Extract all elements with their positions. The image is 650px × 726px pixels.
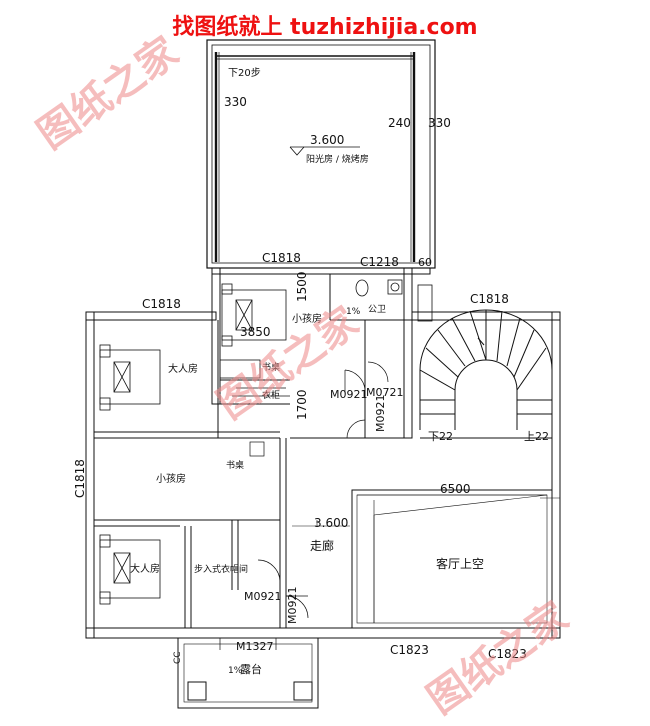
window-c1823-a: C1823 xyxy=(390,643,429,657)
dim-3850: 3850 xyxy=(240,325,271,339)
terrace-structure xyxy=(177,637,319,709)
label-cc: CC xyxy=(173,651,183,664)
label-sunroom: 阳光房 / 烧烤房 xyxy=(306,153,369,165)
door-swings xyxy=(257,361,389,619)
label-study-mid: 书桌 xyxy=(226,459,244,471)
bed-small-top xyxy=(219,283,287,379)
window-c1818-right: C1818 xyxy=(470,292,509,306)
watermark-2: 图纸之家 xyxy=(209,299,366,428)
door-m0721: M0721 xyxy=(366,386,404,399)
dim-60: 60 xyxy=(418,256,432,269)
door-m0921-b: M0921 xyxy=(374,395,387,433)
label-master-bedroom: 大人房 xyxy=(168,362,198,375)
watermark-1: 图纸之家 xyxy=(29,29,186,158)
window-c1818-top: C1818 xyxy=(262,251,301,265)
label-down22: 下22 xyxy=(428,430,453,443)
label-living-void: 客厅上空 xyxy=(436,556,484,571)
living-void xyxy=(351,489,553,629)
label-sunroom-level: 3.600 xyxy=(310,133,344,147)
spiral-staircase xyxy=(419,309,553,430)
interior-walls xyxy=(94,274,552,628)
dim-6500: 6500 xyxy=(440,482,471,496)
dim-1700: 1700 xyxy=(295,389,309,420)
dim-330-right: 330 xyxy=(428,116,451,130)
wc-fixtures xyxy=(355,279,433,322)
window-c1218: C1218 xyxy=(360,255,399,269)
dim-240: 240 xyxy=(388,116,411,130)
door-m0921-a: M0921 xyxy=(330,388,368,401)
label-up22: 上22 xyxy=(524,430,549,443)
label-wc-slope: 1% xyxy=(346,307,361,317)
label-corridor-level: 3.600 xyxy=(314,516,348,530)
window-c1823-b: C1823 xyxy=(488,647,527,661)
window-c1818-side: C1818 xyxy=(73,459,87,498)
dim-330-left: 330 xyxy=(224,95,247,109)
bed-bottom xyxy=(99,534,161,605)
label-walkin-closet: 步入式衣帽间 xyxy=(194,563,248,575)
window-c1818-left: C1818 xyxy=(142,297,181,311)
label-wc: 公卫 xyxy=(368,304,386,315)
bed-master xyxy=(99,344,161,411)
label-small-bedroom-mid: 小孩房 xyxy=(156,472,186,485)
door-m1327: M1327 xyxy=(236,640,274,653)
door-m0921-d: M0921 xyxy=(286,587,299,625)
label-study-top: 书桌 xyxy=(262,361,280,373)
main-outer-walls xyxy=(85,267,561,639)
dim-1500: 1500 xyxy=(295,271,309,302)
label-wardrobe: 衣柜 xyxy=(262,389,280,401)
label-down20: 下20步 xyxy=(228,67,261,79)
dimension-lines xyxy=(292,497,560,527)
label-terrace: 露台 xyxy=(240,662,262,676)
label-corridor: 走廊 xyxy=(310,538,334,553)
label-small-bedroom-top: 小孩房 xyxy=(292,312,322,325)
watermark-3: 图纸之家 xyxy=(419,594,576,723)
site-banner: 找图纸就上 tuzhizhijia.com xyxy=(172,14,477,40)
wardrobe-furniture xyxy=(232,387,290,457)
label-terrace-slope: 1% xyxy=(228,666,243,676)
label-bedroom-bottom: 大人房 xyxy=(130,562,160,575)
door-m0921-c: M0921 xyxy=(244,590,282,603)
